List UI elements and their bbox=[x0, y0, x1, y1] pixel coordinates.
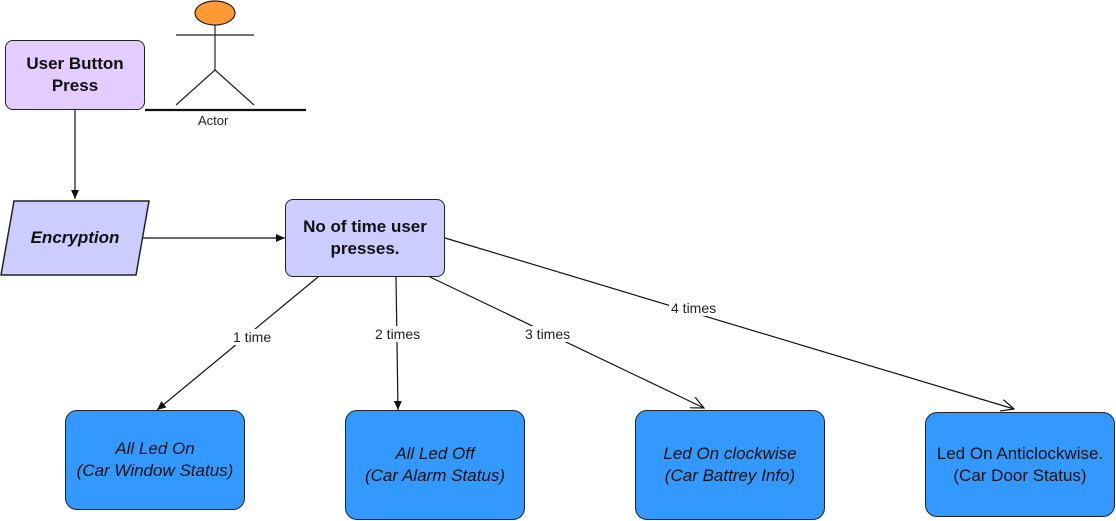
led-clockwise-node: Led On clockwise (Car Battrey Info) bbox=[635, 410, 825, 520]
all-led-off-label: All Led Off (Car Alarm Status) bbox=[364, 444, 506, 485]
edge-3-times bbox=[429, 276, 704, 408]
edge-label-1-time: 1 time bbox=[231, 329, 274, 345]
encryption-node: Encryption bbox=[10, 201, 140, 275]
press-count-node: No of time user presses. bbox=[285, 199, 445, 277]
edge-2-times bbox=[393, 276, 402, 411]
actor-label: Actor bbox=[198, 113, 229, 128]
actor-icon bbox=[175, 0, 255, 106]
edge-label-3-times: 3 times bbox=[523, 326, 573, 342]
led-clockwise-label: Led On clockwise (Car Battrey Info) bbox=[663, 444, 797, 485]
all-led-off-node: All Led Off (Car Alarm Status) bbox=[345, 410, 525, 520]
user-button-press-label: User Button Press bbox=[26, 54, 124, 95]
edge-label-2-times: 2 times bbox=[373, 326, 423, 342]
led-anticlockwise-label: Led On Anticlockwise. (Car Door Status) bbox=[936, 443, 1104, 485]
user-button-press-node: User Button Press bbox=[5, 40, 145, 110]
edge-label-4-times: 4 times bbox=[669, 300, 719, 316]
all-led-on-label: All Led On (Car Window Status) bbox=[76, 439, 234, 480]
edge-4-times bbox=[444, 237, 1014, 409]
led-anticlockwise-node: Led On Anticlockwise. (Car Door Status) bbox=[925, 412, 1115, 517]
encryption-shape bbox=[0, 200, 150, 276]
encryption-label: Encryption bbox=[30, 228, 120, 247]
press-count-label: No of time user presses. bbox=[303, 217, 427, 258]
all-led-on-node: All Led On (Car Window Status) bbox=[65, 410, 245, 510]
